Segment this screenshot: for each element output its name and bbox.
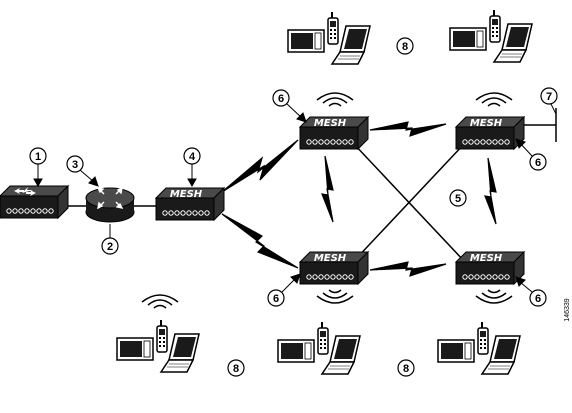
- client-devices-icon: [116, 319, 200, 373]
- wireless-link-right: [484, 157, 497, 225]
- wireless-links: [221, 121, 497, 277]
- callouts: 1 3 4 2 6 6 6 6 5 7 8 8 8 8: [29, 37, 569, 377]
- callout-number: 8: [233, 363, 239, 375]
- callout-number: 1: [35, 151, 41, 163]
- radio-waves-icon: [316, 289, 354, 304]
- callout-number: 8: [403, 363, 409, 375]
- callout-3: 3: [66, 155, 84, 173]
- callout-number: 6: [535, 157, 541, 169]
- callout-number: 3: [72, 159, 78, 171]
- device-label: MESH: [170, 189, 203, 200]
- root-mesh-ap: MESH: [155, 187, 225, 221]
- callout-number: 4: [189, 151, 196, 163]
- radio-waves-icon: [475, 289, 513, 304]
- mesh-ap-bottom-right: MESH: [455, 251, 525, 285]
- mesh-ap-top-right: MESH: [455, 116, 525, 150]
- callout-6-bottom-left: 6: [267, 289, 285, 307]
- client-devices-icon: [437, 321, 521, 375]
- callout-6-top-left: 6: [272, 89, 290, 107]
- switch-device: [0, 185, 69, 219]
- mesh-ap-bottom-left: MESH: [299, 251, 369, 285]
- callout-7: 7: [540, 87, 558, 105]
- radio-waves-icon: [475, 92, 513, 107]
- callout-8-top-mid: 8: [563, 41, 569, 53]
- device-label: MESH: [314, 253, 347, 264]
- callout-arrows: [33, 103, 557, 293]
- callout-5: 5: [449, 189, 467, 207]
- callout-number: 5: [455, 193, 461, 205]
- router-device: [85, 186, 135, 223]
- callout-2: 2: [101, 237, 119, 255]
- callout-number: 7: [546, 91, 552, 103]
- device-label: MESH: [470, 118, 503, 129]
- client-devices-icon: [277, 321, 361, 375]
- callout-number: 6: [273, 293, 279, 305]
- figure-id: 146339: [564, 298, 571, 321]
- radio-waves-icon: [141, 294, 179, 309]
- wireless-link-top: [369, 121, 447, 137]
- callout-number: 6: [278, 93, 284, 105]
- wireless-link-bottom: [369, 261, 447, 277]
- callout-4: 4: [183, 147, 201, 165]
- callout-number: 2: [107, 241, 113, 253]
- device-label: MESH: [470, 253, 503, 264]
- wired-diagonal-2: [352, 142, 466, 263]
- mesh-ap-top-left: MESH: [299, 116, 369, 150]
- callout-6-top-right: 6: [529, 153, 547, 171]
- client-devices-icon: [449, 9, 533, 63]
- wireless-link-left: [321, 155, 334, 223]
- device-label: MESH: [314, 118, 347, 129]
- callout-number: 8: [402, 41, 408, 53]
- client-devices-icon: [287, 11, 371, 65]
- callout-8-top-left: 8: [396, 37, 414, 55]
- wireless-link-root-topleft: [221, 139, 299, 193]
- callout-1: 1: [29, 147, 47, 165]
- radio-waves-icon: [316, 92, 354, 107]
- callout-8-bottom-left: 8: [227, 359, 245, 377]
- callout-number: 6: [535, 293, 541, 305]
- callout-8-bottom-mid: 8: [397, 359, 415, 377]
- wireless-link-root-bottomleft: [221, 213, 299, 269]
- callout-6-bottom-right: 6: [529, 289, 547, 307]
